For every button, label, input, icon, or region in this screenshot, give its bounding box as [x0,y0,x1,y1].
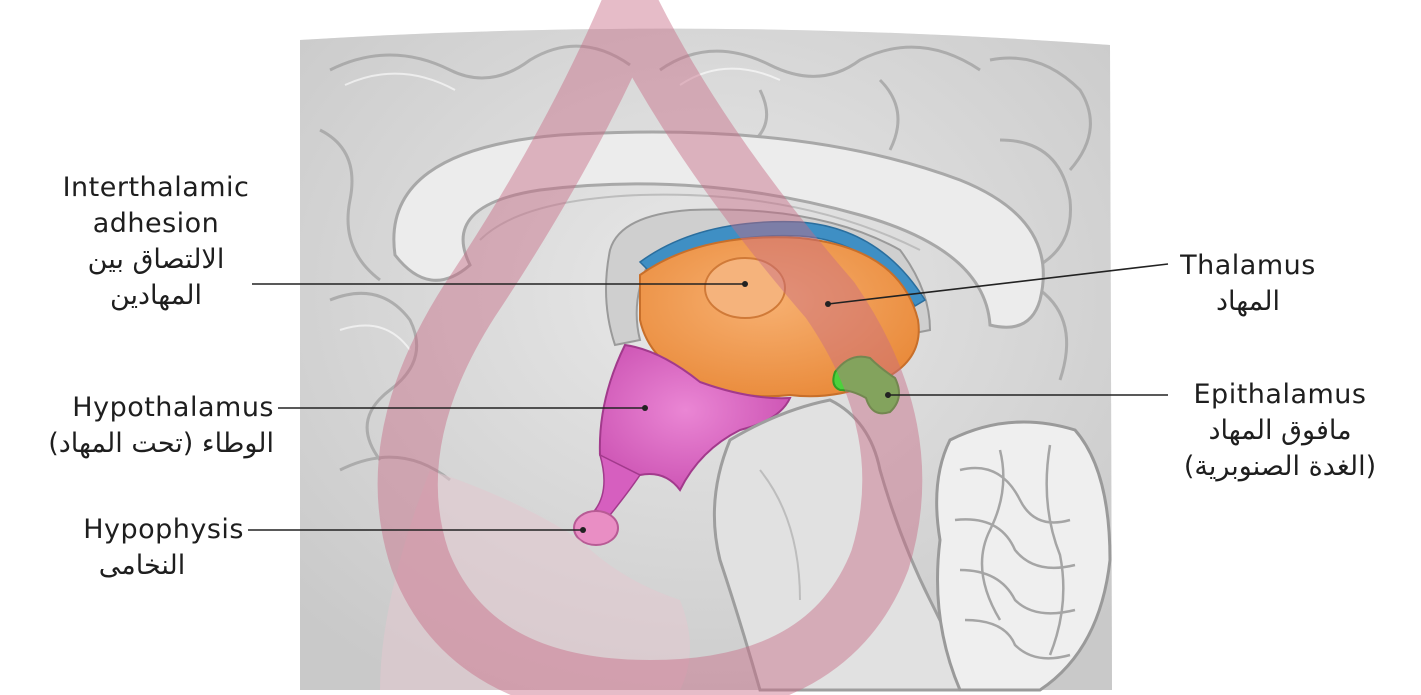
label-interthalamic-adhesion: Interthalamic adhesion الالتصاق بين المه… [40,170,272,314]
leader-dot-thalamus [825,301,831,307]
label-epithalamus-ar-1: مافوق المهاد [1150,413,1410,449]
leader-dot-epithalamus [885,392,891,398]
label-hypophysis-ar: النخامى [40,548,244,584]
label-interthalamic-ar-2: المهادين [40,278,272,314]
label-hypothalamus: Hypothalamus الوطاء (تحت المهاد) [4,390,274,462]
label-thalamus: Thalamus المهاد [1168,248,1328,320]
label-interthalamic-ar-1: الالتصاق بين [40,242,272,278]
label-epithalamus: Epithalamus مافوق المهاد (الغدة الصنوبري… [1150,377,1410,485]
label-epithalamus-en: Epithalamus [1150,377,1410,413]
label-hypothalamus-ar: الوطاء (تحت المهاد) [4,426,274,462]
label-thalamus-ar: المهاد [1168,284,1328,320]
label-interthalamic-en-2: adhesion [40,206,272,242]
label-interthalamic-en-1: Interthalamic [40,170,272,206]
leader-dot-hypothalamus [642,405,648,411]
label-hypophysis: Hypophysis النخامى [40,512,244,584]
leader-dot-interthalamic [742,281,748,287]
leader-dot-hypophysis [580,527,586,533]
label-hypothalamus-en: Hypothalamus [4,390,274,426]
label-hypophysis-en: Hypophysis [40,512,244,548]
hypophysis-region [574,511,618,545]
label-epithalamus-ar-2: (الغدة الصنوبرية) [1150,449,1410,485]
label-thalamus-en: Thalamus [1168,248,1328,284]
